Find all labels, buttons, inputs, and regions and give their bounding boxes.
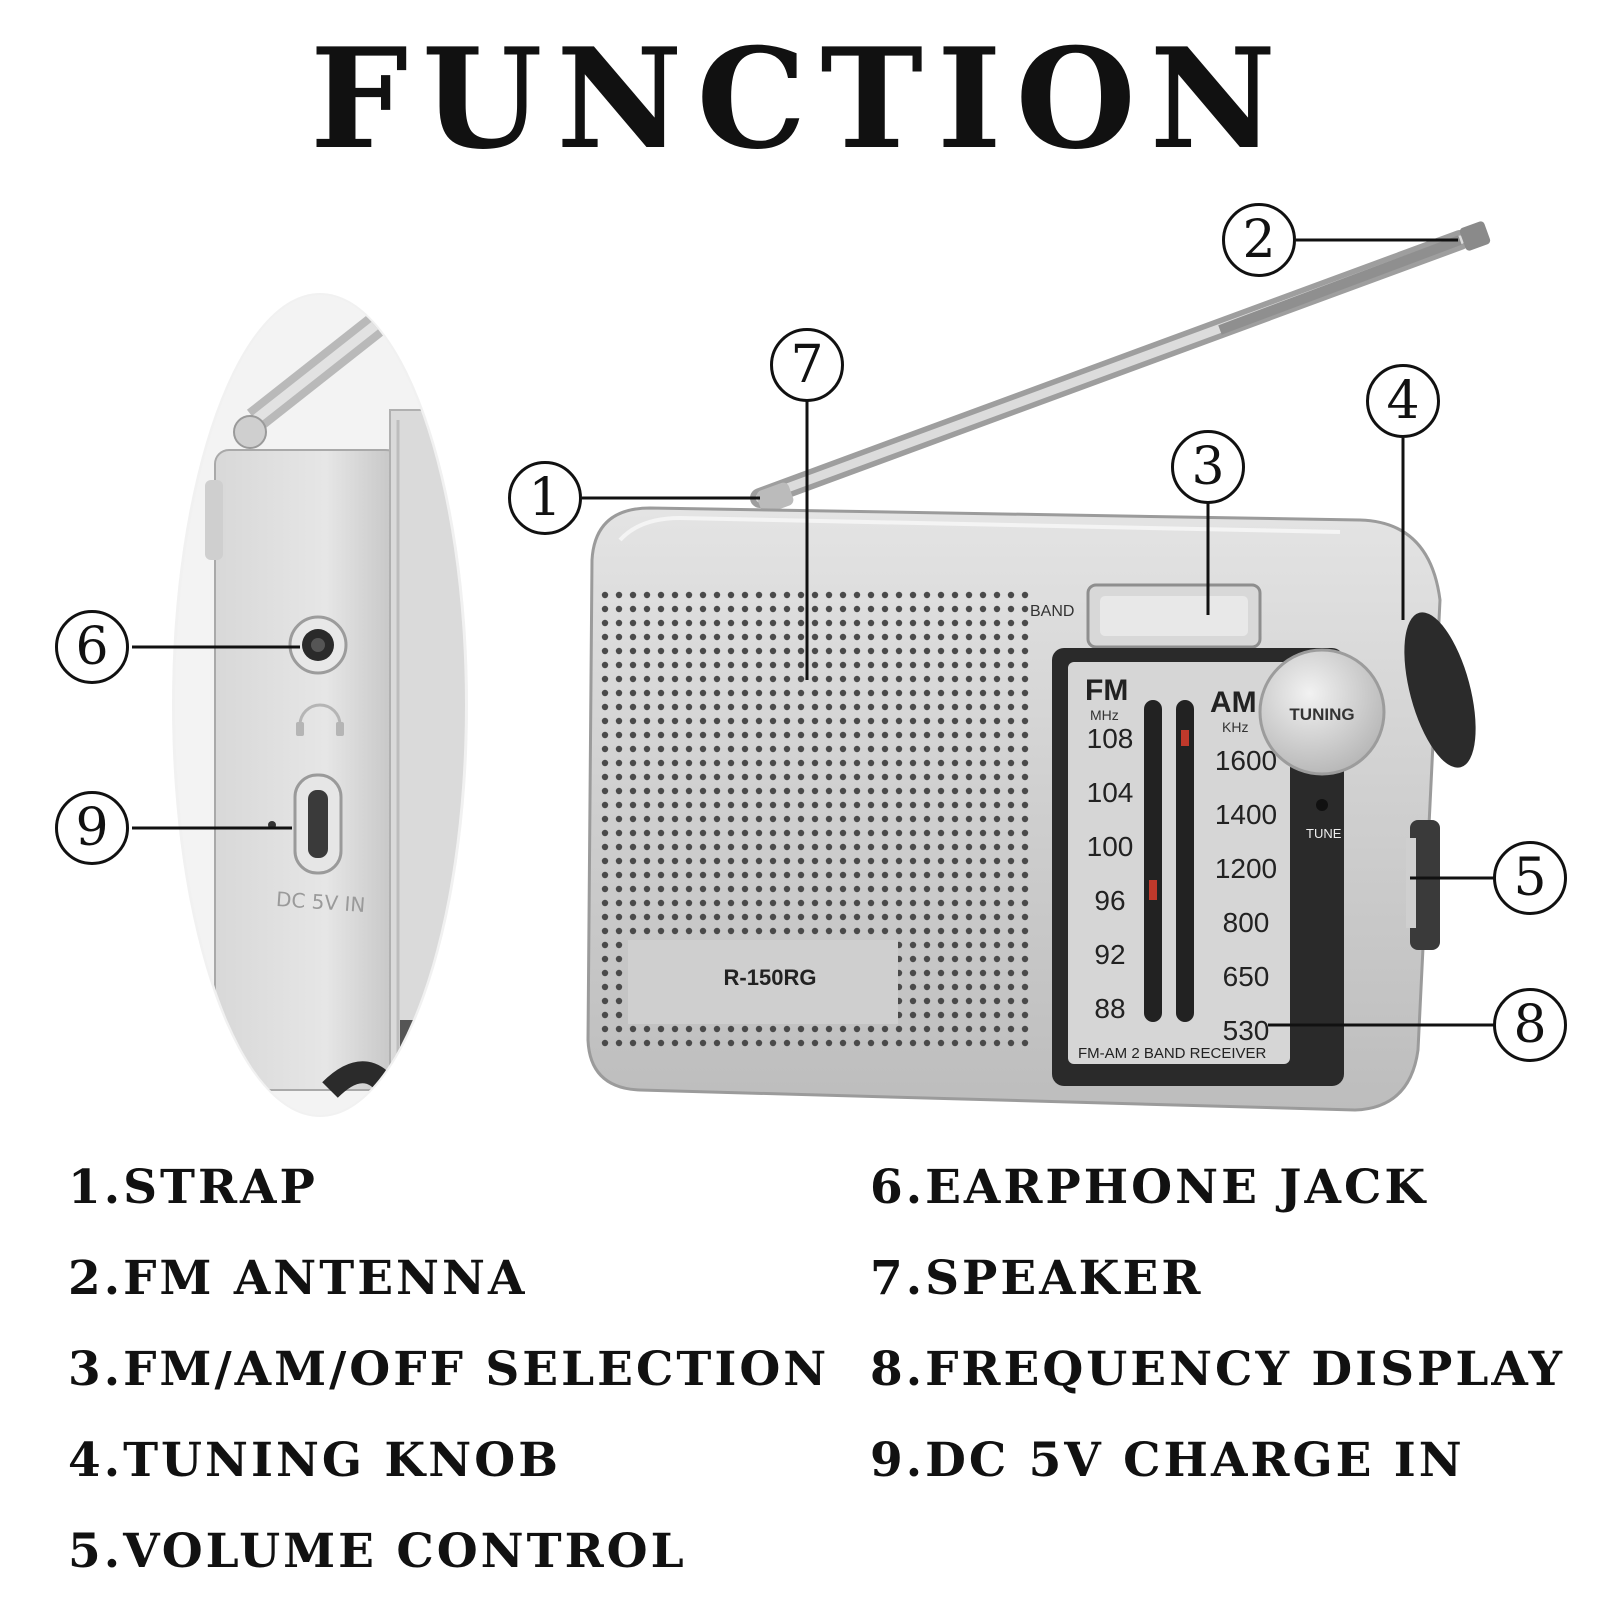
fm-pointer — [1149, 880, 1157, 900]
fm-label: FM — [1085, 674, 1128, 707]
am-scale-value: 1200 — [1215, 853, 1277, 884]
fm-unit: MHz — [1090, 707, 1119, 723]
legend-item-3: 3.FM/AM/OFF SELECTION — [68, 1342, 830, 1397]
am-scale-value: 800 — [1223, 907, 1270, 938]
callout-1: 1 — [508, 461, 582, 535]
fm-scale: 108 104 100 96 92 88 — [1087, 723, 1134, 1024]
callout-5: 5 — [1493, 841, 1567, 915]
fm-scale-value: 104 — [1087, 777, 1134, 808]
legend-item-8: 8.FREQUENCY DISPLAY — [870, 1342, 1566, 1397]
am-scale-value: 1600 — [1215, 745, 1277, 776]
callout-8: 8 — [1493, 988, 1567, 1062]
tune-label: TUNE — [1306, 826, 1342, 841]
legend-item-6: 6.EARPHONE JACK — [870, 1160, 1429, 1215]
callout-3: 3 — [1171, 430, 1245, 504]
tune-indicator — [1316, 799, 1328, 811]
am-scale: 1600 1400 1200 800 650 530 — [1215, 745, 1277, 1046]
tuning-wheel[interactable] — [1390, 605, 1489, 775]
legend-item-4: 4.TUNING KNOB — [68, 1433, 561, 1488]
legend-item-2: 2.FM ANTENNA — [68, 1251, 528, 1306]
fm-scale-value: 92 — [1094, 939, 1125, 970]
am-pointer — [1181, 730, 1189, 746]
side-view-inset — [172, 293, 468, 1117]
legend-item-7: 7.SPEAKER — [870, 1251, 1204, 1306]
tuning-label: TUNING — [1289, 705, 1354, 724]
am-scale-value: 530 — [1223, 1015, 1270, 1046]
callout-6: 6 — [55, 610, 129, 684]
fm-scale-value: 108 — [1087, 723, 1134, 754]
legend-item-9: 9.DC 5V CHARGE IN — [870, 1433, 1465, 1488]
am-unit: KHz — [1222, 719, 1248, 735]
model-label: R-150RG — [724, 965, 817, 990]
fm-scale-value: 88 — [1094, 993, 1125, 1024]
am-scale-value: 650 — [1223, 961, 1270, 992]
receiver-label: FM-AM 2 BAND RECEIVER — [1078, 1045, 1267, 1062]
volume-wheel[interactable] — [1410, 820, 1440, 950]
radio-front-view: R-150RG BAND FM MHz AM KHz 108 104 100 96 92… — [586, 221, 1491, 1112]
callout-9: 9 — [55, 791, 129, 865]
callout-2: 2 — [1222, 203, 1296, 277]
fm-scale-value: 100 — [1087, 831, 1134, 862]
page-title: FUNCTION — [310, 17, 1290, 180]
band-label: BAND — [1030, 603, 1074, 620]
leader-lines — [132, 238, 1495, 1027]
fm-scale-value: 96 — [1094, 885, 1125, 916]
am-label: AM — [1210, 686, 1257, 719]
callout-7: 7 — [770, 328, 844, 402]
legend-item-5: 5.VOLUME CONTROL — [68, 1524, 687, 1579]
am-scale-value: 1400 — [1215, 799, 1277, 830]
tuning-knob[interactable] — [1258, 648, 1386, 776]
callout-4: 4 — [1366, 364, 1440, 438]
legend-item-1: 1.STRAP — [68, 1160, 318, 1215]
